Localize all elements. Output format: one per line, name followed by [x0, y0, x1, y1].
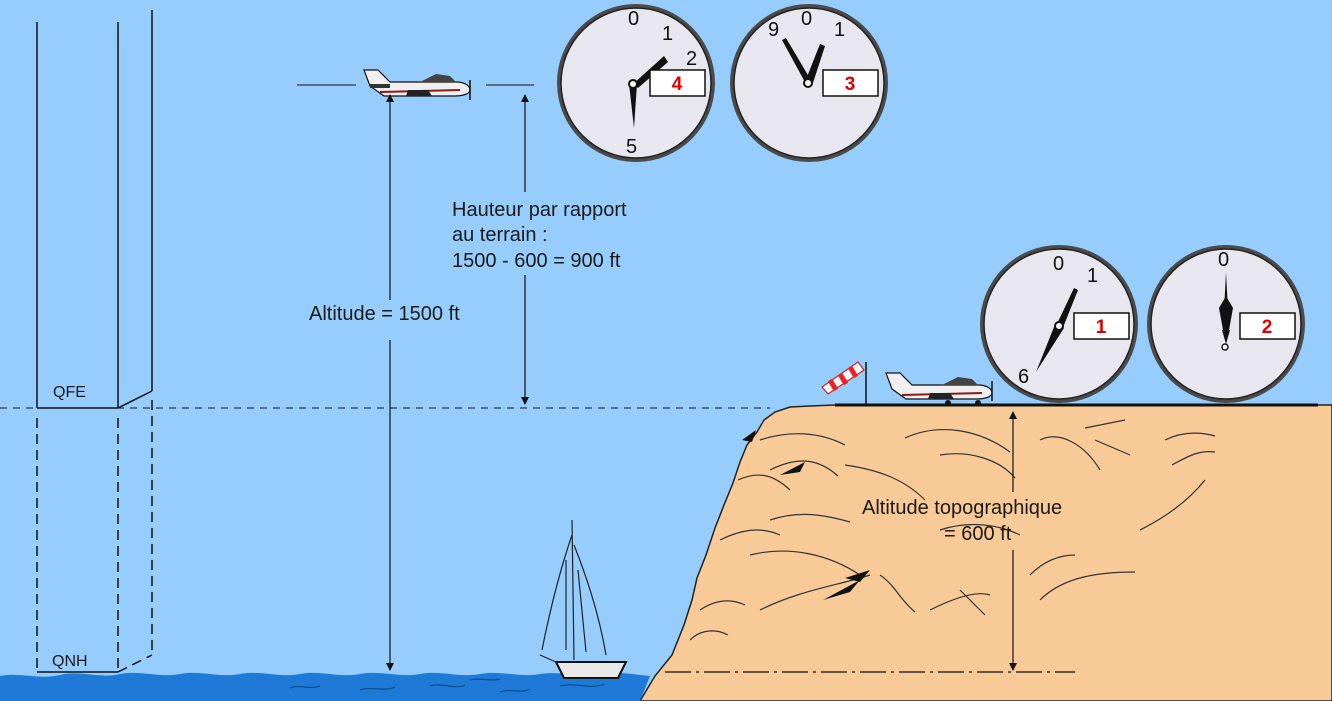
altimeter-2-box-number: 2 — [1262, 317, 1273, 338]
topo-label-line1: Altitude topographique — [862, 497, 1062, 519]
height-label-line1: Hauteur par rapport — [452, 199, 627, 221]
altitude-label: Altitude = 1500 ft — [309, 303, 460, 325]
altimeter-1-box-number: 1 — [1096, 317, 1107, 338]
altimeter-4-digit: 1 — [662, 23, 673, 45]
altimeter-3-digit: 9 — [768, 19, 779, 41]
terrain-cliff — [639, 404, 1332, 701]
altimeter-3-digit: 1 — [834, 19, 845, 41]
topo-label-line2: = 600 ft — [944, 523, 1012, 545]
altimeter-1-digit: 0 — [1053, 253, 1064, 275]
sea — [0, 672, 650, 701]
altimeter-1-digit: 1 — [1087, 265, 1098, 287]
altimeter-2: 0 2 — [1147, 245, 1305, 403]
windsock-icon — [821, 361, 867, 405]
altimeter-3: 9 0 1 3 — [730, 4, 888, 162]
qnh-label: QNH — [52, 653, 88, 670]
altimeter-4-digit: 5 — [626, 136, 637, 158]
altimeter-3-digit: 0 — [801, 8, 812, 30]
altimeter-2-digit: 0 — [1218, 249, 1229, 271]
airplane-on-ground — [885, 372, 993, 406]
altimeter-4-digit: 2 — [686, 48, 697, 70]
height-label-line3: 1500 - 600 = 900 ft — [452, 250, 621, 272]
height-label-line2: au terrain : — [452, 224, 548, 246]
airplane-in-flight — [363, 69, 471, 100]
altimeter-3-box-number: 3 — [845, 74, 856, 95]
altimeter-4: 0 1 2 5 4 — [557, 4, 715, 162]
pressure-reference-frame — [36, 10, 153, 673]
altimeter-1: 0 1 6 1 — [980, 245, 1138, 403]
altimeter-1-digit: 6 — [1018, 366, 1029, 388]
sailboat-illustration — [539, 519, 628, 679]
altimeter-4-digit: 0 — [628, 8, 639, 30]
qfe-label: QFE — [53, 384, 86, 401]
altimeter-4-box-number: 4 — [672, 74, 683, 95]
